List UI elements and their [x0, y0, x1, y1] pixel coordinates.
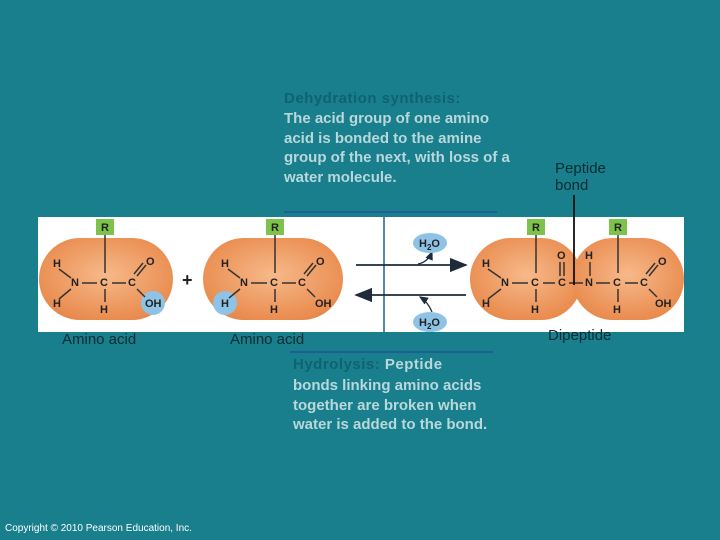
svg-text:C: C	[298, 277, 306, 289]
amino-acid-2: R H H N C H C O OH	[203, 219, 343, 320]
r-group-label: R	[101, 222, 109, 234]
svg-text:H: H	[53, 258, 61, 270]
svg-text:R: R	[271, 222, 279, 234]
water-top-blob: H2O	[413, 233, 447, 253]
svg-text:O: O	[658, 256, 667, 268]
svg-text:N: N	[240, 277, 248, 289]
svg-text:C: C	[270, 277, 278, 289]
svg-text:R: R	[532, 222, 540, 234]
svg-text:C: C	[640, 277, 648, 289]
svg-text:N: N	[501, 277, 509, 289]
svg-text:OH: OH	[315, 298, 332, 310]
svg-text:H: H	[585, 250, 593, 262]
svg-text:H: H	[221, 258, 229, 270]
svg-text:H: H	[482, 298, 490, 310]
svg-text:OH: OH	[655, 298, 672, 310]
svg-text:H2O: H2O	[419, 238, 440, 252]
amino-acid-2-label: Amino acid	[230, 331, 305, 348]
svg-text:H2O: H2O	[419, 317, 440, 331]
svg-text:R: R	[614, 222, 622, 234]
svg-text:H: H	[531, 304, 539, 316]
svg-text:O: O	[557, 250, 566, 262]
svg-text:OH: OH	[145, 298, 162, 310]
dipeptide-label: Dipeptide	[548, 327, 612, 344]
svg-text:H: H	[482, 258, 490, 270]
svg-text:H: H	[53, 298, 61, 310]
svg-text:H: H	[613, 304, 621, 316]
plus-sign: +	[182, 270, 193, 290]
amino-acid-1-label: Amino acid	[62, 331, 137, 348]
water-in-arrow	[418, 296, 433, 313]
svg-text:C: C	[531, 277, 539, 289]
svg-text:N: N	[71, 277, 79, 289]
peptide-bond-label: Peptide bond	[555, 160, 606, 194]
hydrolysis-first-word: Peptide	[384, 356, 443, 373]
water-out-arrow	[417, 250, 433, 265]
svg-text:O: O	[316, 256, 325, 268]
svg-text:H: H	[270, 304, 278, 316]
dehydration-description: The acid group of one amino acid is bond…	[284, 110, 510, 186]
svg-text:C: C	[613, 277, 621, 289]
svg-text:C: C	[558, 277, 566, 289]
dehydration-title: Dehydration synthesis:	[284, 90, 461, 107]
copyright-notice: Copyright © 2010 Pearson Education, Inc.	[5, 523, 192, 534]
svg-text:H: H	[221, 298, 229, 310]
svg-text:O: O	[146, 256, 155, 268]
svg-text:C: C	[100, 277, 108, 289]
hydrolysis-description: bonds linking amino acids together are b…	[293, 377, 488, 433]
water-bottom-blob: H2O	[413, 312, 447, 332]
svg-text:N: N	[585, 277, 593, 289]
amino-acid-1: R H H N C H C O OH	[39, 219, 173, 320]
dipeptide: R R H H N C H C O N H C H C O OH	[470, 219, 684, 320]
hydrolysis-title: Hydrolysis:	[293, 356, 381, 373]
svg-text:H: H	[100, 304, 108, 316]
hydrolysis-heading: Hydrolysis: Peptide	[293, 356, 443, 373]
svg-text:C: C	[128, 277, 136, 289]
